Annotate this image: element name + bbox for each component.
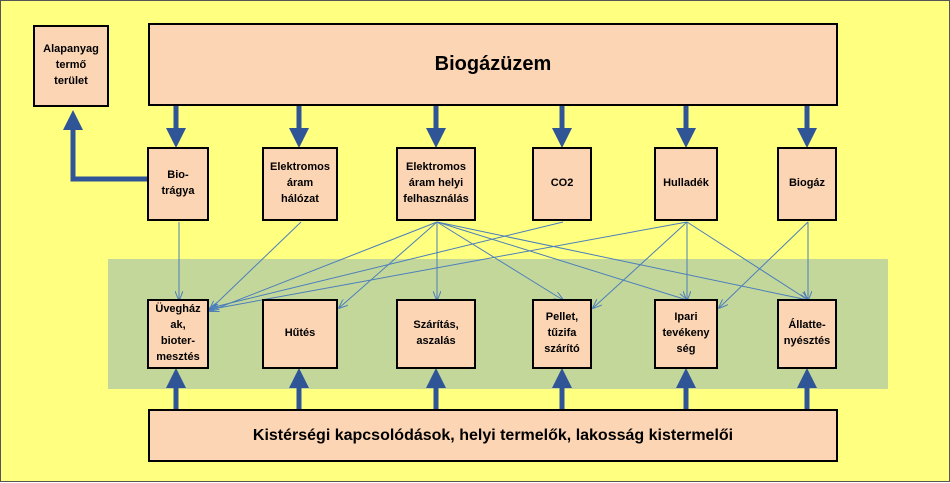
node-pellet: Pellet, tűzifa szárító [532,299,592,369]
node-biogaz: Biogáz [777,147,837,221]
node-elektromos-helyi: Elektromos áram helyi felhasználás [396,147,476,221]
node-hulladek: Hulladék [654,147,718,221]
edge-hulladek-pellet [593,221,688,308]
edge-elektromos_halozat-uveghaz [210,221,302,310]
edge-hulladek-uveghaz [210,221,688,310]
node-szaritas: Szárítás, aszalás [396,299,476,369]
edge-elektromos_helyi-allattenyesztes [436,221,808,300]
node-uveghaz: Üvegház ak, bioter- mesztés [147,299,209,369]
edge-elektromos_helyi-ipari [436,221,687,300]
edge-elektromos_helyi-pellet [436,221,563,300]
node-biotragya: Bio- trágya [147,147,209,221]
node-hutes: Hűtés [262,299,338,369]
arrow-biotragya-alapanyag [63,110,147,182]
edge-co2-uveghaz [210,221,564,308]
edge-biogaz-ipari [719,221,809,308]
node-elektromos-halozat: Elektromos áram hálózat [262,147,338,221]
node-allattenyesztes: Állatte- nyésztés [777,299,837,369]
consumer-band [108,259,888,389]
node-ipari: Ipari tevékeny ség [654,299,718,369]
edge-elektromos_helyi-uveghaz [210,221,438,311]
node-kisterseg: Kistérségi kapcsolódások, helyi termelők… [148,409,838,462]
edge-hulladek-allattenyesztes [686,221,808,300]
node-biogazuzem: Biogázüzem [148,23,838,106]
node-alapanyag: Alapanyag termő terület [33,25,109,107]
node-co2: CO2 [532,147,592,221]
